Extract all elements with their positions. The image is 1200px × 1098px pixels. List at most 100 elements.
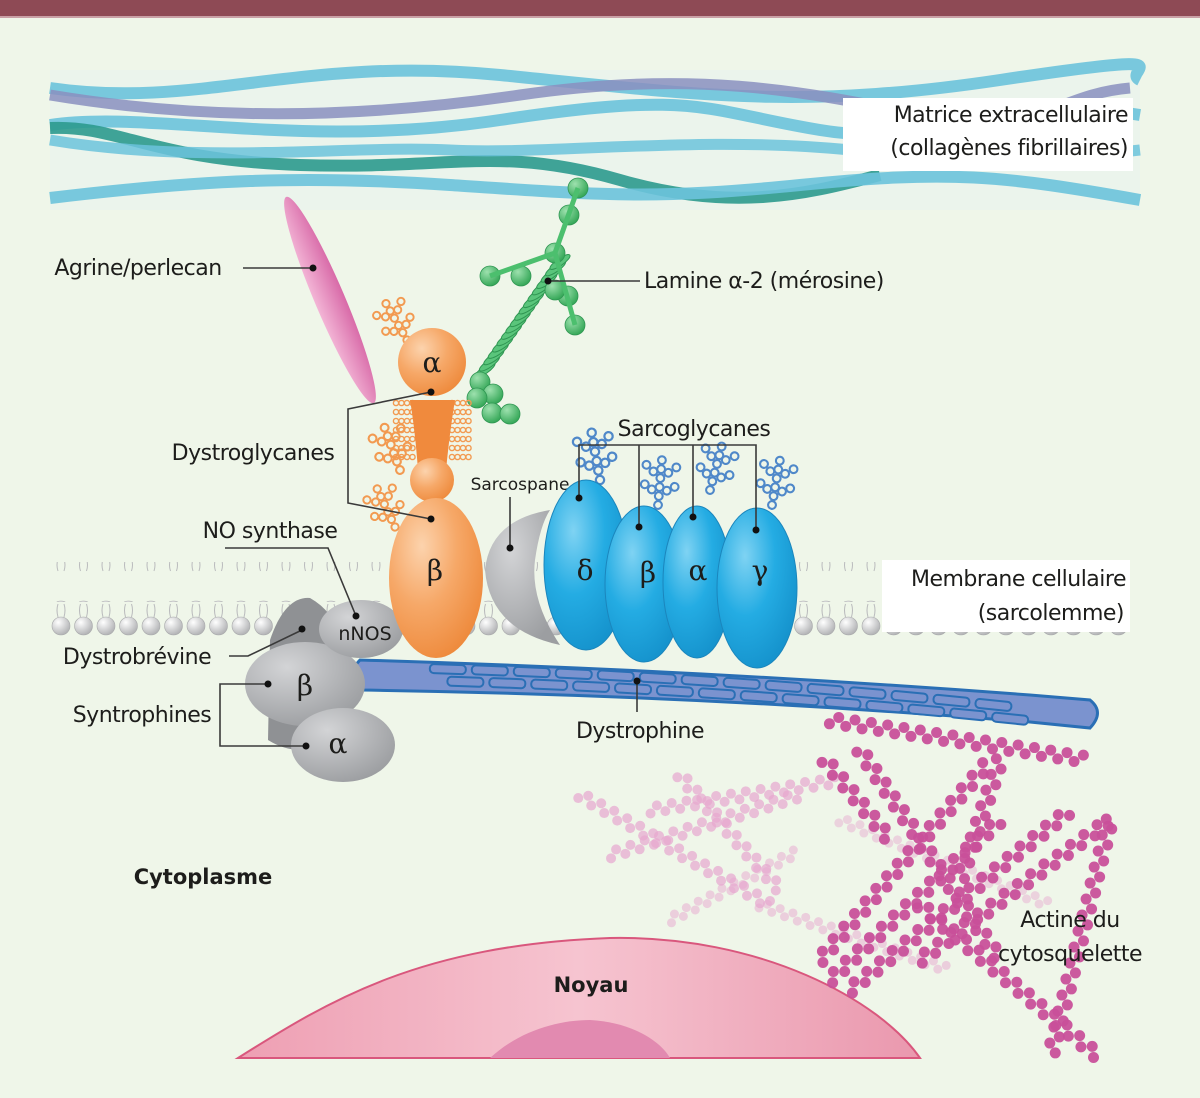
actin-bead — [1049, 1047, 1061, 1059]
glycan-unit — [398, 399, 405, 407]
glycan-unit — [389, 326, 399, 336]
actin-bead — [693, 896, 703, 906]
glycan-unit — [459, 426, 467, 434]
actin-bead — [583, 790, 594, 801]
actin-bead — [816, 756, 828, 768]
actin-bead — [664, 845, 675, 856]
glycan-unit — [385, 306, 395, 316]
actin-bead — [1011, 877, 1023, 889]
actin-bead — [654, 830, 665, 841]
glycan-unit — [465, 426, 472, 434]
actin-bead — [827, 977, 839, 989]
actin-bead — [858, 796, 870, 808]
actin-bead — [1056, 989, 1068, 1001]
glycan-unit — [765, 466, 776, 477]
actin-bead — [842, 815, 852, 825]
actin-bead — [851, 746, 863, 758]
actin-bead — [961, 893, 973, 905]
lipid-tail — [124, 603, 133, 618]
dystrophin-segment — [680, 674, 719, 688]
dystrophin-pointer — [633, 677, 641, 685]
actin-bead — [703, 868, 714, 879]
actin-bead — [1038, 858, 1050, 870]
actin-bead — [1057, 1015, 1069, 1027]
glycan-unit — [777, 486, 787, 497]
actin-bead — [1076, 909, 1088, 921]
actin-label-line2: cytosquelette — [998, 942, 1142, 967]
actin-bead — [955, 782, 967, 794]
actin-bead — [932, 936, 944, 948]
actin-bead — [923, 820, 935, 832]
dystrophin-segment — [907, 703, 946, 718]
actin-bead — [847, 795, 859, 807]
actin-bead — [1090, 887, 1102, 899]
actin-bead — [1076, 840, 1088, 852]
matrix-label-box — [843, 98, 1133, 171]
glycan-unit — [385, 439, 396, 450]
glycan-unit — [398, 417, 405, 425]
actin-bead — [1022, 894, 1032, 904]
lipid-tail — [101, 603, 111, 618]
laminin-label: Lamine α-2 (mérosine) — [644, 269, 884, 294]
actin-bead — [1012, 987, 1024, 999]
glycan-unit — [774, 455, 785, 466]
dystrophin-segment — [890, 689, 929, 704]
glycan-unit — [586, 427, 597, 439]
actin-bead — [1088, 861, 1100, 873]
cytoplasm-label: Cytoplasme — [134, 865, 273, 889]
actin-bead — [851, 943, 863, 955]
lipid-tail — [169, 603, 178, 618]
actin-bead — [711, 817, 722, 828]
actin-bead — [934, 818, 946, 830]
actin-bead — [879, 822, 891, 834]
actin-bead — [586, 800, 597, 811]
actin-bead — [905, 730, 917, 742]
dystrophin-segment — [614, 682, 653, 696]
actin-bead — [725, 808, 736, 819]
glycan-unit — [762, 483, 773, 494]
lipid-tail — [191, 603, 201, 618]
nucleus-label: Noyau — [554, 973, 629, 997]
actin-bead — [739, 803, 750, 814]
actin-bead — [827, 933, 839, 945]
actin-bead — [897, 815, 909, 827]
actin-bead — [660, 806, 671, 817]
lipid-head — [119, 616, 138, 636]
sarcoglycans-bracket — [575, 444, 760, 534]
glycan-unit — [596, 438, 608, 450]
actin-bead — [937, 923, 949, 935]
dystroglycan-glycans — [362, 296, 472, 532]
glycan-unit — [459, 417, 467, 425]
sarcoglycan-alpha-letter: α — [689, 554, 708, 587]
glycan-unit — [382, 431, 393, 442]
sarcoglycan-gamma-letter: γ — [752, 554, 769, 587]
sarcoglycan-delta-letter: δ — [577, 554, 594, 587]
actin-bead — [960, 933, 972, 945]
actin-bead — [863, 932, 875, 944]
lipid-head — [74, 616, 93, 636]
actin-bead — [872, 966, 884, 978]
actin-bead — [611, 844, 622, 855]
glycan-unit — [367, 433, 378, 444]
actin-bead — [924, 913, 936, 925]
glycan-unit — [459, 408, 467, 416]
syntrophin-beta-letter: β — [297, 669, 313, 702]
actin-bead — [848, 908, 860, 920]
glycan-unit — [594, 474, 606, 486]
actin-bead — [834, 818, 844, 828]
actin-bead — [887, 920, 899, 932]
actin-bead — [913, 843, 925, 855]
actin-bead — [974, 955, 986, 967]
actin-bead — [1060, 973, 1072, 985]
laminin-globule — [466, 387, 488, 409]
actin-bead — [669, 909, 679, 919]
actin-bead — [770, 885, 781, 896]
actin-bead — [979, 810, 991, 822]
glycan-unit — [768, 491, 779, 502]
actin-bead — [938, 735, 950, 747]
dystrophin-segment — [848, 686, 887, 700]
actin-bead — [875, 932, 887, 944]
actin-bead — [816, 945, 828, 957]
syntrophin-beta — [245, 642, 365, 726]
